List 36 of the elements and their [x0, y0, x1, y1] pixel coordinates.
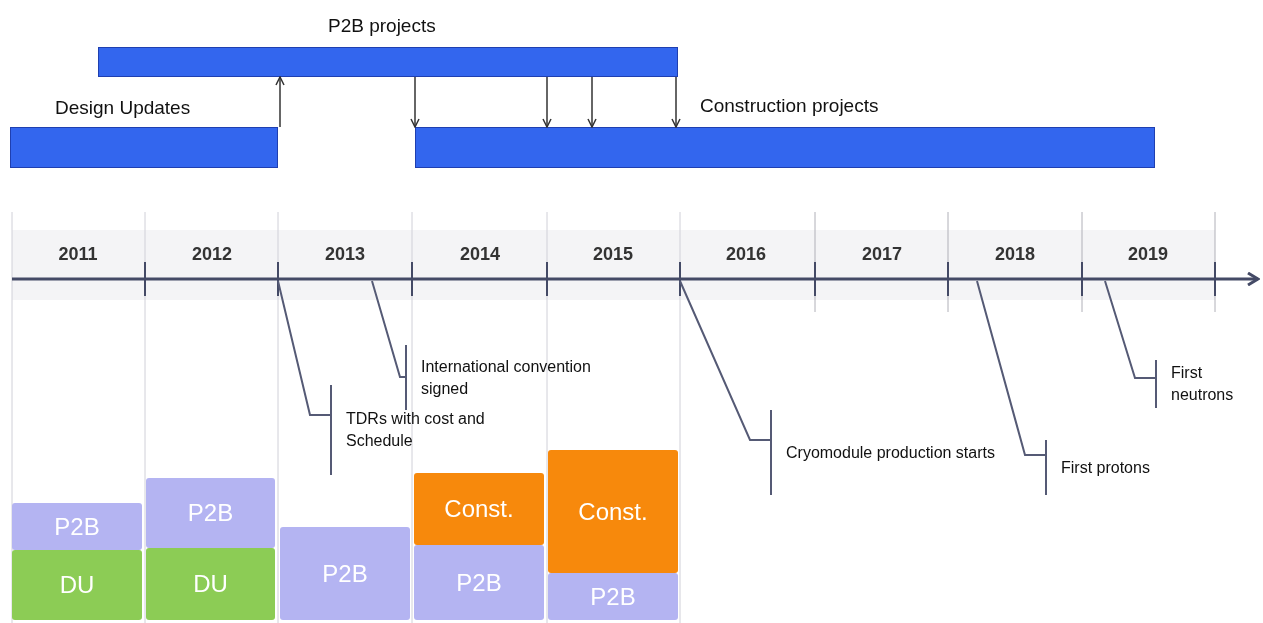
- arrow: [275, 76, 285, 128]
- year-label: 2012: [192, 244, 232, 265]
- bar-title: Construction projects: [700, 95, 879, 117]
- bar-title: P2B projects: [328, 15, 436, 37]
- year-label: 2013: [325, 244, 365, 265]
- year-label: 2017: [862, 244, 902, 265]
- construction-block: Const.: [548, 450, 678, 573]
- year-label: 2016: [726, 244, 766, 265]
- leader-line: [976, 280, 1047, 496]
- arrow: [410, 76, 420, 128]
- planning-block: P2B: [414, 545, 544, 620]
- construction-block: Const.: [414, 473, 544, 545]
- leader-line: [1104, 280, 1157, 409]
- planning-block: P2B: [548, 573, 678, 620]
- bar-title: Design Updates: [55, 97, 191, 119]
- leader-line: [371, 280, 407, 411]
- arrow: [587, 76, 597, 128]
- planning-block: P2B: [146, 478, 275, 548]
- milestone-label: First neutrons: [1171, 363, 1235, 405]
- milestone-label: TDRs with cost and Schedule: [346, 409, 486, 451]
- planning-block: P2B: [280, 527, 410, 620]
- year-label: 2011: [58, 244, 98, 265]
- milestone-label: Cryomodule production starts: [786, 442, 995, 463]
- design-block: DU: [146, 548, 275, 620]
- year-label: 2019: [1128, 244, 1168, 265]
- leader-line: [277, 280, 332, 476]
- design-block: DU: [12, 550, 142, 620]
- planning-block: P2B: [12, 503, 142, 550]
- arrow: [671, 76, 681, 128]
- leader-line: [679, 280, 772, 496]
- year-label: 2014: [460, 244, 500, 265]
- year-label: 2015: [593, 244, 633, 265]
- year-label: 2018: [995, 244, 1035, 265]
- milestone-label: First protons: [1061, 457, 1150, 478]
- milestone-label: International convention signed: [421, 356, 592, 399]
- arrow: [542, 76, 552, 128]
